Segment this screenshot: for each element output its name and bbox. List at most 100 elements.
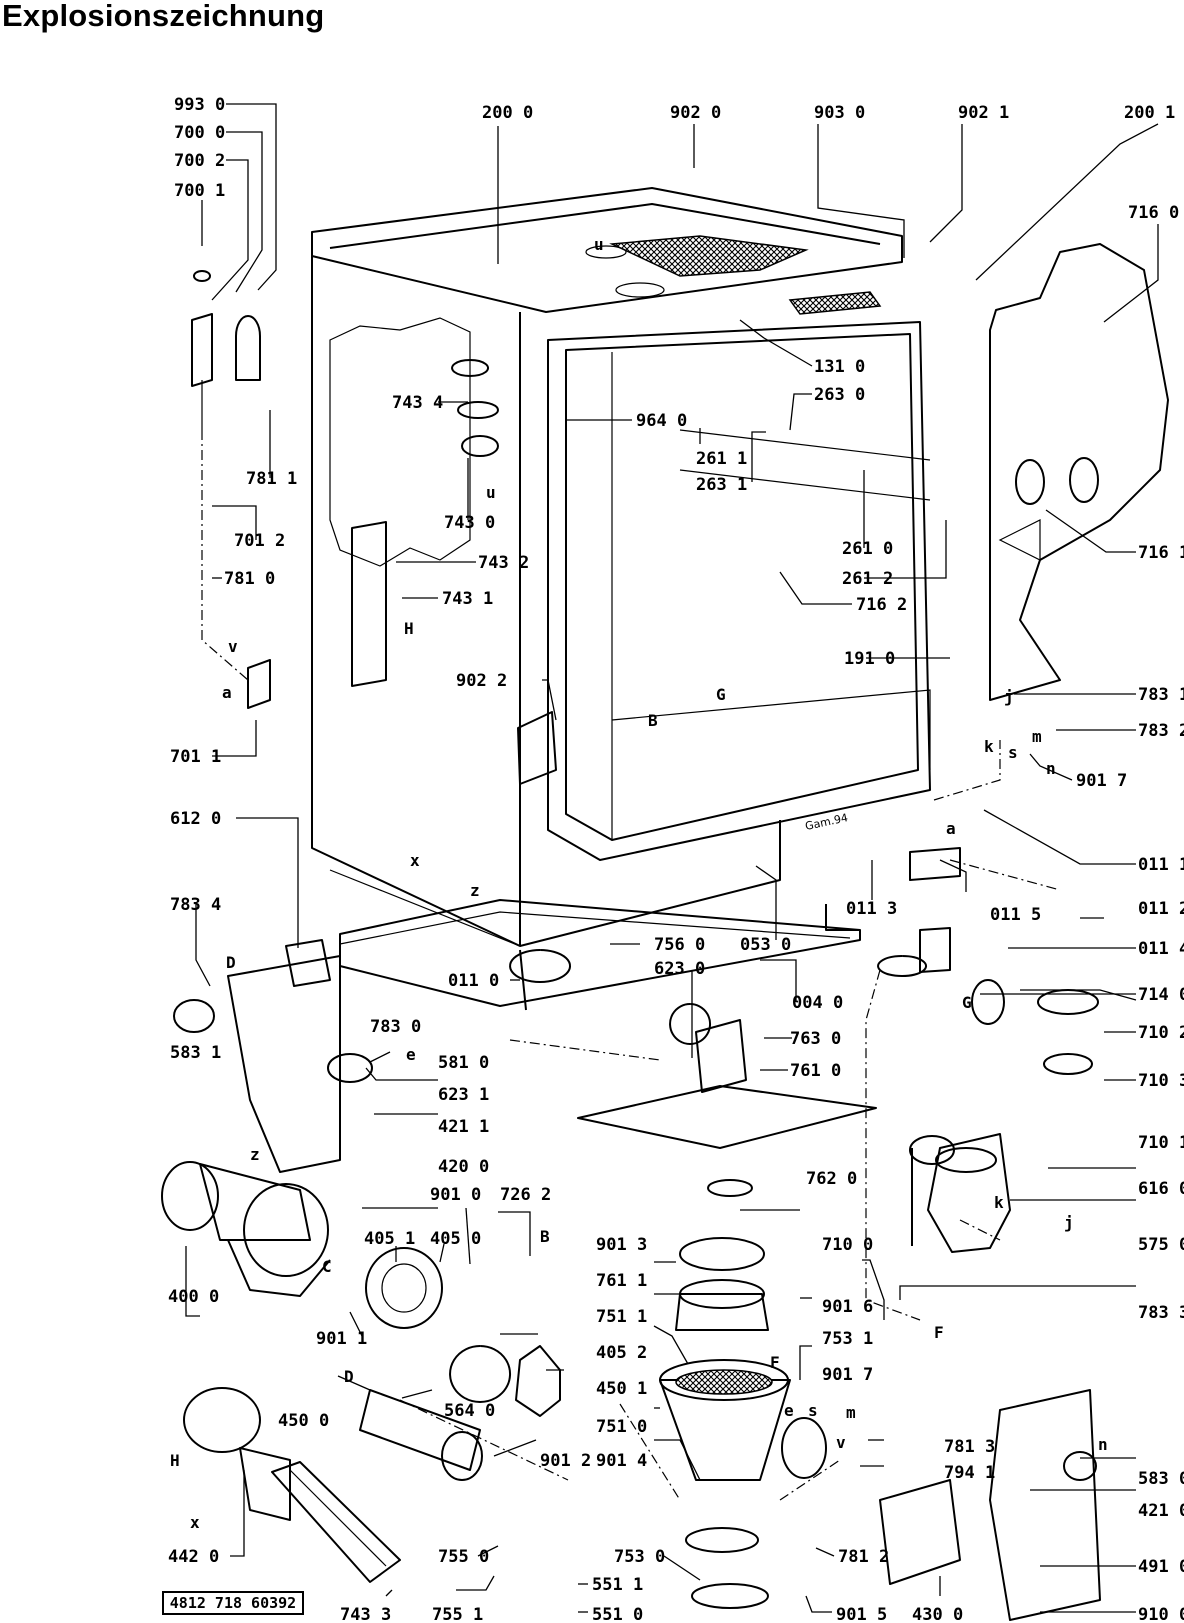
callout-label: 700 0 xyxy=(174,123,225,143)
callout-label: 623 1 xyxy=(438,1085,489,1105)
connection-letter: a xyxy=(222,683,232,702)
callout-label: 714 0 xyxy=(1138,985,1184,1005)
connection-letter: e xyxy=(784,1401,794,1420)
callout-label: 581 0 xyxy=(438,1053,489,1073)
callout-label: 753 1 xyxy=(822,1329,873,1349)
connection-letter: m xyxy=(846,1403,856,1422)
callout-label: 405 2 xyxy=(596,1343,647,1363)
callout-label: 753 0 xyxy=(614,1547,665,1567)
callout-label: 763 0 xyxy=(790,1029,841,1049)
callout-label: 901 7 xyxy=(1076,771,1127,791)
connection-letter: x xyxy=(190,1513,200,1532)
callout-label: 421 1 xyxy=(438,1117,489,1137)
callout-label: 794 1 xyxy=(944,1463,995,1483)
connection-letter: s xyxy=(808,1401,818,1420)
callout-label: 261 0 xyxy=(842,539,893,559)
callout-label: 442 0 xyxy=(168,1547,219,1567)
pump-motor-assembly xyxy=(161,1161,561,1417)
callout-label: 751 0 xyxy=(596,1417,647,1437)
callout-label: 564 0 xyxy=(444,1401,495,1421)
connection-letter: D xyxy=(226,953,236,972)
callout-label: 011 2 xyxy=(1138,899,1184,919)
connection-letters: u u H v a G B x z j k s m n a D e z G k … xyxy=(170,235,1108,1532)
callout-label: 710 0 xyxy=(822,1235,873,1255)
callout-label: 901 2 xyxy=(540,1451,591,1471)
callout-label: 263 1 xyxy=(696,475,747,495)
callout-label: 901 4 xyxy=(596,1451,647,1471)
callout-label: 700 1 xyxy=(174,181,225,201)
connection-letter: x xyxy=(410,851,420,870)
callout-label: 781 0 xyxy=(224,569,275,589)
callout-label: 783 2 xyxy=(1138,721,1184,741)
connection-letter: m xyxy=(1032,727,1042,746)
callout-label: 612 0 xyxy=(170,809,221,829)
callout-label: 004 0 xyxy=(792,993,843,1013)
callout-label: 783 3 xyxy=(1138,1303,1184,1323)
dash-guide-lines xyxy=(201,430,1061,1501)
callout-label: 783 4 xyxy=(170,895,221,915)
callout-label: 755 1 xyxy=(432,1605,483,1623)
callout-label: 901 0 xyxy=(430,1185,481,1205)
callout-label: 902 0 xyxy=(670,103,721,123)
callout-label: 901 1 xyxy=(316,1329,367,1349)
document-number: 4812 718 60392 xyxy=(162,1591,304,1615)
callout-label: 430 0 xyxy=(912,1605,963,1623)
connection-letter: u xyxy=(486,483,496,502)
callout-label: 993 0 xyxy=(174,95,225,115)
connection-letter: s xyxy=(1008,743,1018,762)
callout-label: 901 3 xyxy=(596,1235,647,1255)
callout-label: 901 5 xyxy=(836,1605,887,1623)
callout-label: 450 1 xyxy=(596,1379,647,1399)
connection-letter: C xyxy=(322,1257,332,1276)
callout-label: 011 4 xyxy=(1138,939,1184,959)
connection-letter: e xyxy=(406,1045,416,1064)
callout-label: 781 3 xyxy=(944,1437,995,1457)
connection-letter: v xyxy=(228,637,238,656)
side-insulation-panel xyxy=(989,243,1169,701)
callout-label: 131 0 xyxy=(814,357,865,377)
callout-label: 781 2 xyxy=(838,1547,889,1567)
connection-letter: j xyxy=(1064,1213,1074,1232)
callout-label: 011 0 xyxy=(448,971,499,991)
callout-label: 491 0 xyxy=(1138,1557,1184,1577)
connection-letter: H xyxy=(170,1451,180,1470)
callout-label: 551 1 xyxy=(592,1575,643,1595)
callout-label: 710 1 xyxy=(1138,1133,1184,1153)
callout-label: 716 2 xyxy=(856,595,907,615)
callout-label: 191 0 xyxy=(844,649,895,669)
callout-label: 420 0 xyxy=(438,1157,489,1177)
callout-label: 700 2 xyxy=(174,151,225,171)
callout-label: 701 2 xyxy=(234,531,285,551)
connection-letter: B xyxy=(540,1227,550,1246)
callout-label: 421 0 xyxy=(1138,1501,1184,1521)
heater-assembly xyxy=(183,1387,483,1583)
callout-label: 743 3 xyxy=(340,1605,391,1623)
callout-label: 450 0 xyxy=(278,1411,329,1431)
callout-label: 761 1 xyxy=(596,1271,647,1291)
connection-letter: u xyxy=(594,235,604,254)
callout-label: 583 0 xyxy=(1138,1469,1184,1489)
callout-labels: 993 0 700 0 700 2 700 1 781 1 701 2 781 … xyxy=(168,95,1184,1623)
callout-label: 616 0 xyxy=(1138,1179,1184,1199)
callout-label: 901 6 xyxy=(822,1297,873,1317)
connection-letter: G xyxy=(962,993,972,1012)
callout-label: 755 0 xyxy=(438,1547,489,1567)
callout-label: 743 0 xyxy=(444,513,495,533)
connection-letter: a xyxy=(946,819,956,838)
connection-letter: H xyxy=(404,619,414,638)
tub-housing xyxy=(311,187,931,947)
leader-lines xyxy=(185,103,1159,1613)
connection-letter: n xyxy=(1098,1435,1108,1454)
callout-label: 710 2 xyxy=(1138,1023,1184,1043)
callout-label: 910 0 xyxy=(1138,1605,1184,1623)
water-softener xyxy=(909,979,1099,1253)
callout-label: 623 0 xyxy=(654,959,705,979)
callout-label: 761 0 xyxy=(790,1061,841,1081)
callout-label: 783 0 xyxy=(370,1017,421,1037)
callout-label: 751 1 xyxy=(596,1307,647,1327)
connection-letter: k xyxy=(994,1193,1004,1212)
connection-letter: F xyxy=(934,1323,944,1342)
connection-letter: B xyxy=(648,711,658,730)
valve-and-bracket xyxy=(781,1389,1101,1621)
